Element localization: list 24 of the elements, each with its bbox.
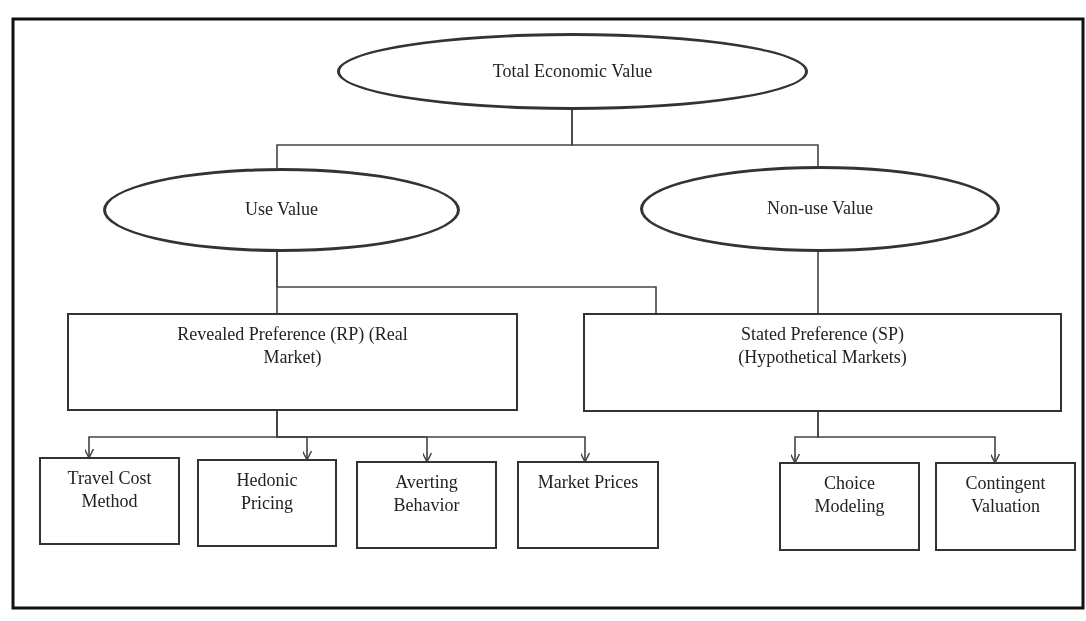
node-label: Non-use Value [766,197,874,221]
method-box [39,457,180,545]
node-label: Averting Behavior [392,471,461,518]
connector-line [817,251,819,314]
method-box [517,461,659,549]
node-label: Market Prices [537,471,639,494]
connector-line [276,251,657,314]
method-box [583,313,1062,412]
node-label: Travel Cost Method [66,467,153,514]
method-box [197,459,337,547]
node-label: Use Value [244,198,319,222]
method-box [779,462,920,551]
node-label: Revealed Preference (RP) (Real Market) [176,323,409,370]
node-label: Stated Preference (SP) (Hypothetical Markets) [737,323,908,370]
method-box [356,461,497,549]
node-label: Total Economic Value [492,59,653,83]
node-label: Contingent Valuation [964,472,1047,519]
connector-line [571,109,819,167]
node-label: Hedonic Pricing [235,469,299,516]
arrow [276,410,591,463]
arrow [817,411,1001,464]
method-box [935,462,1076,551]
method-box [67,313,518,411]
node-label: Choice Modeling [813,472,886,519]
